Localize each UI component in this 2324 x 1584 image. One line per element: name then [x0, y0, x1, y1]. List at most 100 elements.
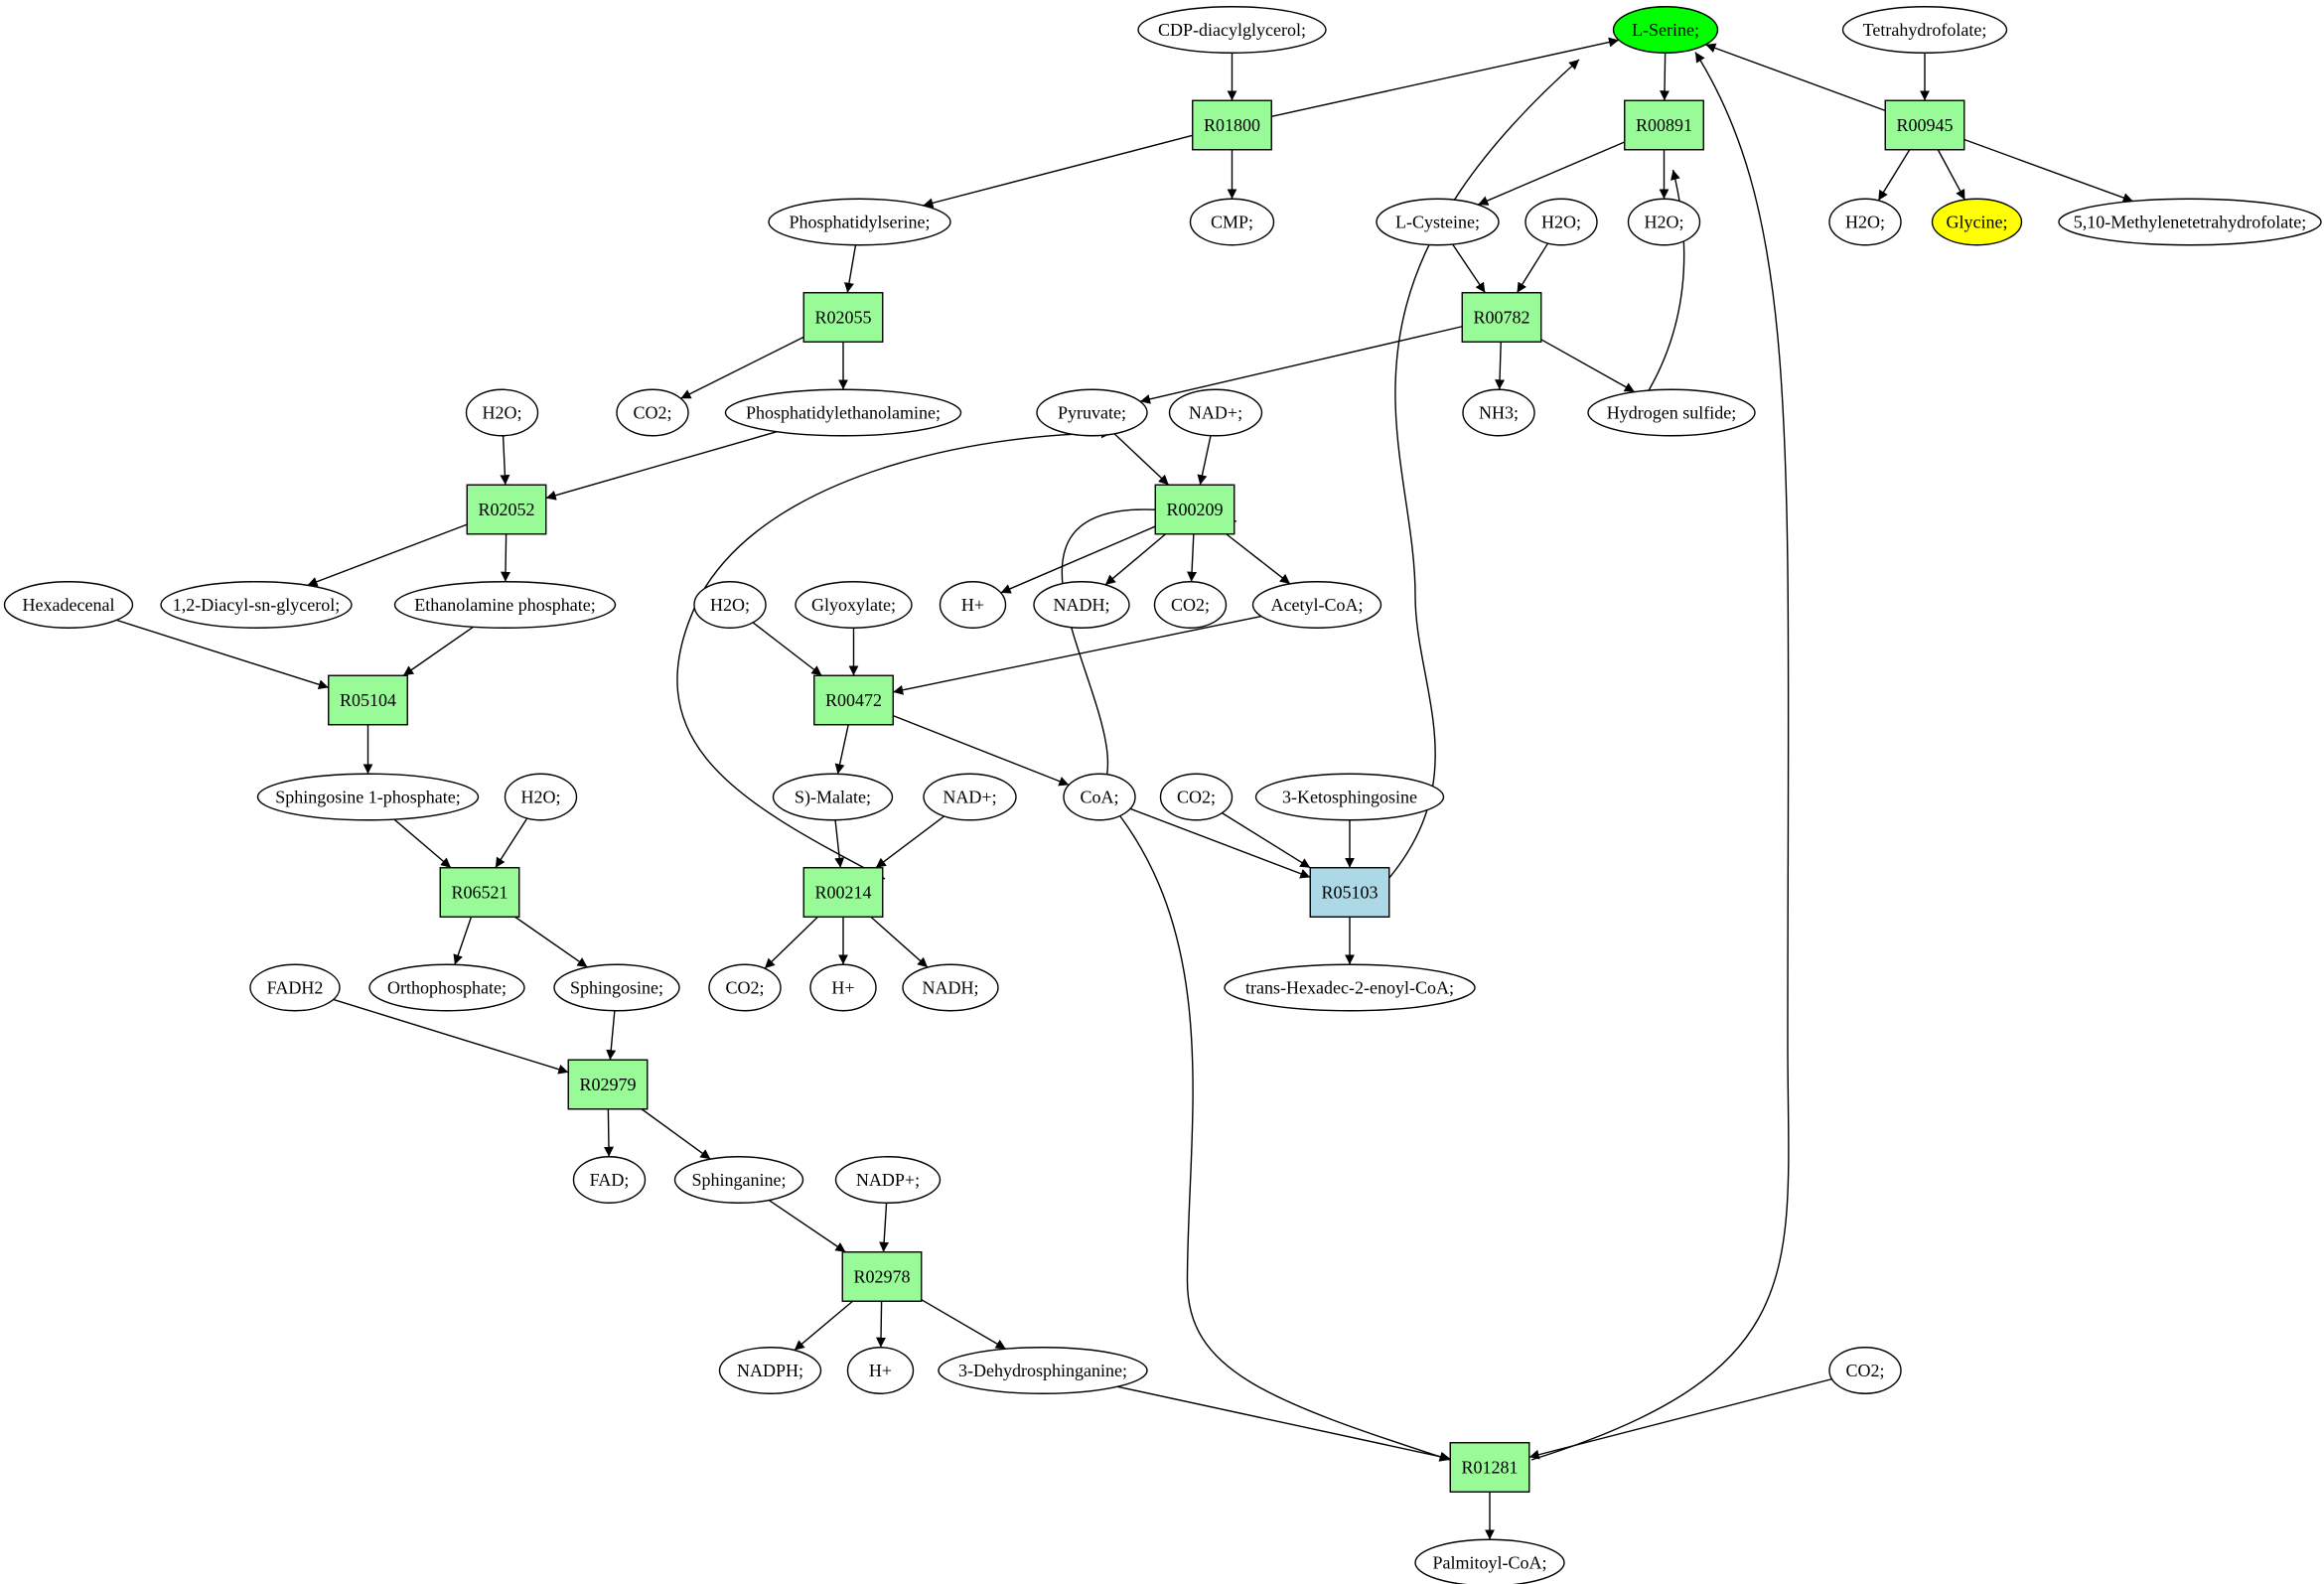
compound-pi[interactable]: Orthophosphate; — [368, 963, 525, 1012]
compound-label: Hydrogen sulfide; — [1607, 403, 1736, 423]
reaction-label: R02055 — [814, 308, 871, 328]
reaction-R00214[interactable]: R00214 — [802, 867, 884, 918]
compound-ellipse — [3, 581, 134, 629]
compound-ps[interactable]: Phosphatidylserine; — [768, 198, 951, 246]
compound-ellipse — [1376, 198, 1500, 246]
compound-nad_a[interactable]: NAD+; — [1168, 388, 1263, 437]
reaction-box — [802, 867, 884, 918]
compound-ellipse — [795, 581, 913, 629]
reaction-R02978[interactable]: R02978 — [841, 1251, 923, 1302]
reaction-R01800[interactable]: R01800 — [1192, 99, 1272, 151]
compound-serine[interactable]: L-Serine; — [1612, 6, 1719, 54]
compound-spn[interactable]: Sphinganine; — [673, 1156, 804, 1204]
compound-nadph[interactable]: NADPH; — [718, 1347, 822, 1394]
edge-pe-to-R02052 — [545, 431, 778, 501]
compound-hplus_c[interactable]: H+ — [846, 1347, 915, 1394]
compound-label: NAD+; — [943, 788, 996, 807]
compound-etnp[interactable]: Ethanolamine phosphate; — [393, 581, 617, 629]
edge-R00945-to-serine — [1705, 43, 1886, 112]
compound-hplus_a[interactable]: H+ — [939, 581, 1007, 629]
compound-ellipse — [923, 773, 1017, 821]
compound-ellipse — [1931, 198, 2023, 246]
reaction-R05103[interactable]: R05103 — [1309, 867, 1390, 918]
curved-edge-2 — [676, 428, 1112, 880]
compound-label: Sphingosine; — [570, 978, 663, 998]
reaction-label: R00782 — [1473, 308, 1529, 328]
compound-mal[interactable]: S)-Malate; — [772, 773, 894, 821]
compound-label: S)-Malate; — [795, 788, 871, 808]
compound-h2o_e[interactable]: H2O; — [693, 581, 767, 629]
compound-h2o_f[interactable]: H2O; — [504, 773, 578, 821]
reaction-R00891[interactable]: R00891 — [1624, 99, 1704, 151]
compound-co2_a[interactable]: CO2; — [616, 388, 689, 437]
compound-ellipse — [1612, 6, 1719, 54]
compound-fadh2[interactable]: FADH2 — [249, 963, 341, 1012]
compound-hexa[interactable]: Hexadecenal — [3, 581, 134, 629]
compound-hplus_b[interactable]: H+ — [809, 963, 877, 1012]
reaction-R00945[interactable]: R00945 — [1884, 99, 1965, 151]
reaction-label: R00214 — [814, 883, 871, 903]
reaction-label: R02052 — [478, 500, 534, 519]
compound-dhs[interactable]: 3-Dehydrosphinganine; — [938, 1347, 1148, 1394]
compound-cmp[interactable]: CMP; — [1189, 198, 1275, 246]
compound-mthf[interactable]: 5,10-Methylenetetrahydrofolate; — [2058, 198, 2322, 246]
compound-label: CO2; — [1177, 788, 1216, 807]
compound-cys[interactable]: L-Cysteine; — [1376, 198, 1500, 246]
compound-ellipse — [1462, 388, 1535, 437]
compound-glyox[interactable]: Glyoxylate; — [795, 581, 913, 629]
compound-ellipse — [1828, 1347, 1902, 1394]
compound-co2_d[interactable]: CO2; — [708, 963, 782, 1012]
edge-R02979-to-fad — [603, 1108, 614, 1157]
compound-h2o_d[interactable]: H2O; — [465, 388, 539, 437]
compound-nadh_a[interactable]: NADH; — [1033, 581, 1130, 629]
reaction-R00472[interactable]: R00472 — [813, 674, 894, 726]
compound-h2o_b[interactable]: H2O; — [1627, 198, 1701, 246]
compound-acoa[interactable]: Acetyl-CoA; — [1251, 581, 1382, 629]
compound-nadp[interactable]: NADP+; — [834, 1156, 942, 1204]
compound-co2_e[interactable]: CO2; — [1828, 1347, 1902, 1394]
compound-co2_c[interactable]: CO2; — [1159, 773, 1234, 821]
compound-ellipse — [1063, 773, 1136, 821]
edge-R00472-to-coa — [892, 715, 1070, 787]
reaction-R00209[interactable]: R00209 — [1154, 484, 1235, 535]
compound-nh3[interactable]: NH3; — [1462, 388, 1535, 437]
edge-fadh2-to-R02979 — [333, 998, 569, 1075]
compound-pe[interactable]: Phosphatidylethanolamine; — [724, 388, 962, 437]
compound-sph[interactable]: Sphingosine; — [553, 963, 680, 1012]
compound-thf[interactable]: Tetrahydrofolate; — [1841, 6, 2008, 54]
compound-dag[interactable]: 1,2-Diacyl-sn-glycerol; — [160, 581, 353, 629]
compound-nadh_b[interactable]: NADH; — [902, 963, 999, 1012]
compound-s1p[interactable]: Sphingosine 1-phosphate; — [256, 773, 480, 821]
compound-fad[interactable]: FAD; — [572, 1156, 647, 1204]
compound-h2o_c[interactable]: H2O; — [1828, 198, 1902, 246]
compound-h2s[interactable]: Hydrogen sulfide; — [1587, 388, 1756, 437]
compound-pcoa[interactable]: Palmitoyl-CoA; — [1414, 1538, 1565, 1584]
edge-R00214-to-co2_d — [764, 916, 818, 969]
reaction-R01281[interactable]: R01281 — [1449, 1442, 1530, 1493]
reaction-R02979[interactable]: R02979 — [567, 1059, 649, 1110]
reaction-R06521[interactable]: R06521 — [439, 867, 520, 918]
compound-coa[interactable]: CoA; — [1063, 773, 1136, 821]
reaction-label: R00891 — [1636, 115, 1692, 135]
reaction-box — [1192, 99, 1272, 151]
reaction-R00782[interactable]: R00782 — [1461, 292, 1542, 343]
compound-pyr[interactable]: Pyruvate; — [1036, 388, 1148, 437]
compound-ellipse — [249, 963, 341, 1012]
compound-gly[interactable]: Glycine; — [1931, 198, 2023, 246]
edge-acoa-to-R00472 — [893, 615, 1262, 695]
compound-label: H2O; — [710, 595, 750, 615]
compound-label: CO2; — [725, 978, 764, 998]
reaction-R02052[interactable]: R02052 — [466, 484, 547, 535]
compound-h2o_a[interactable]: H2O; — [1525, 198, 1598, 246]
reaction-R05104[interactable]: R05104 — [328, 674, 408, 726]
edge-co2_c-to-R05103 — [1222, 812, 1311, 869]
edge-R00209-to-hplus_a — [1000, 525, 1156, 594]
compound-co2_b[interactable]: CO2; — [1153, 581, 1228, 629]
curved-edge-4 — [1119, 815, 1450, 1462]
compound-label: Sphinganine; — [692, 1170, 787, 1190]
compound-thc[interactable]: trans-Hexadec-2-enoyl-CoA; — [1224, 963, 1476, 1012]
compound-keto[interactable]: 3-Ketosphingosine — [1254, 773, 1445, 821]
compound-nad_b[interactable]: NAD+; — [923, 773, 1017, 821]
compound-cdp[interactable]: CDP-diacylglycerol; — [1137, 6, 1327, 54]
reaction-R02055[interactable]: R02055 — [802, 292, 884, 343]
